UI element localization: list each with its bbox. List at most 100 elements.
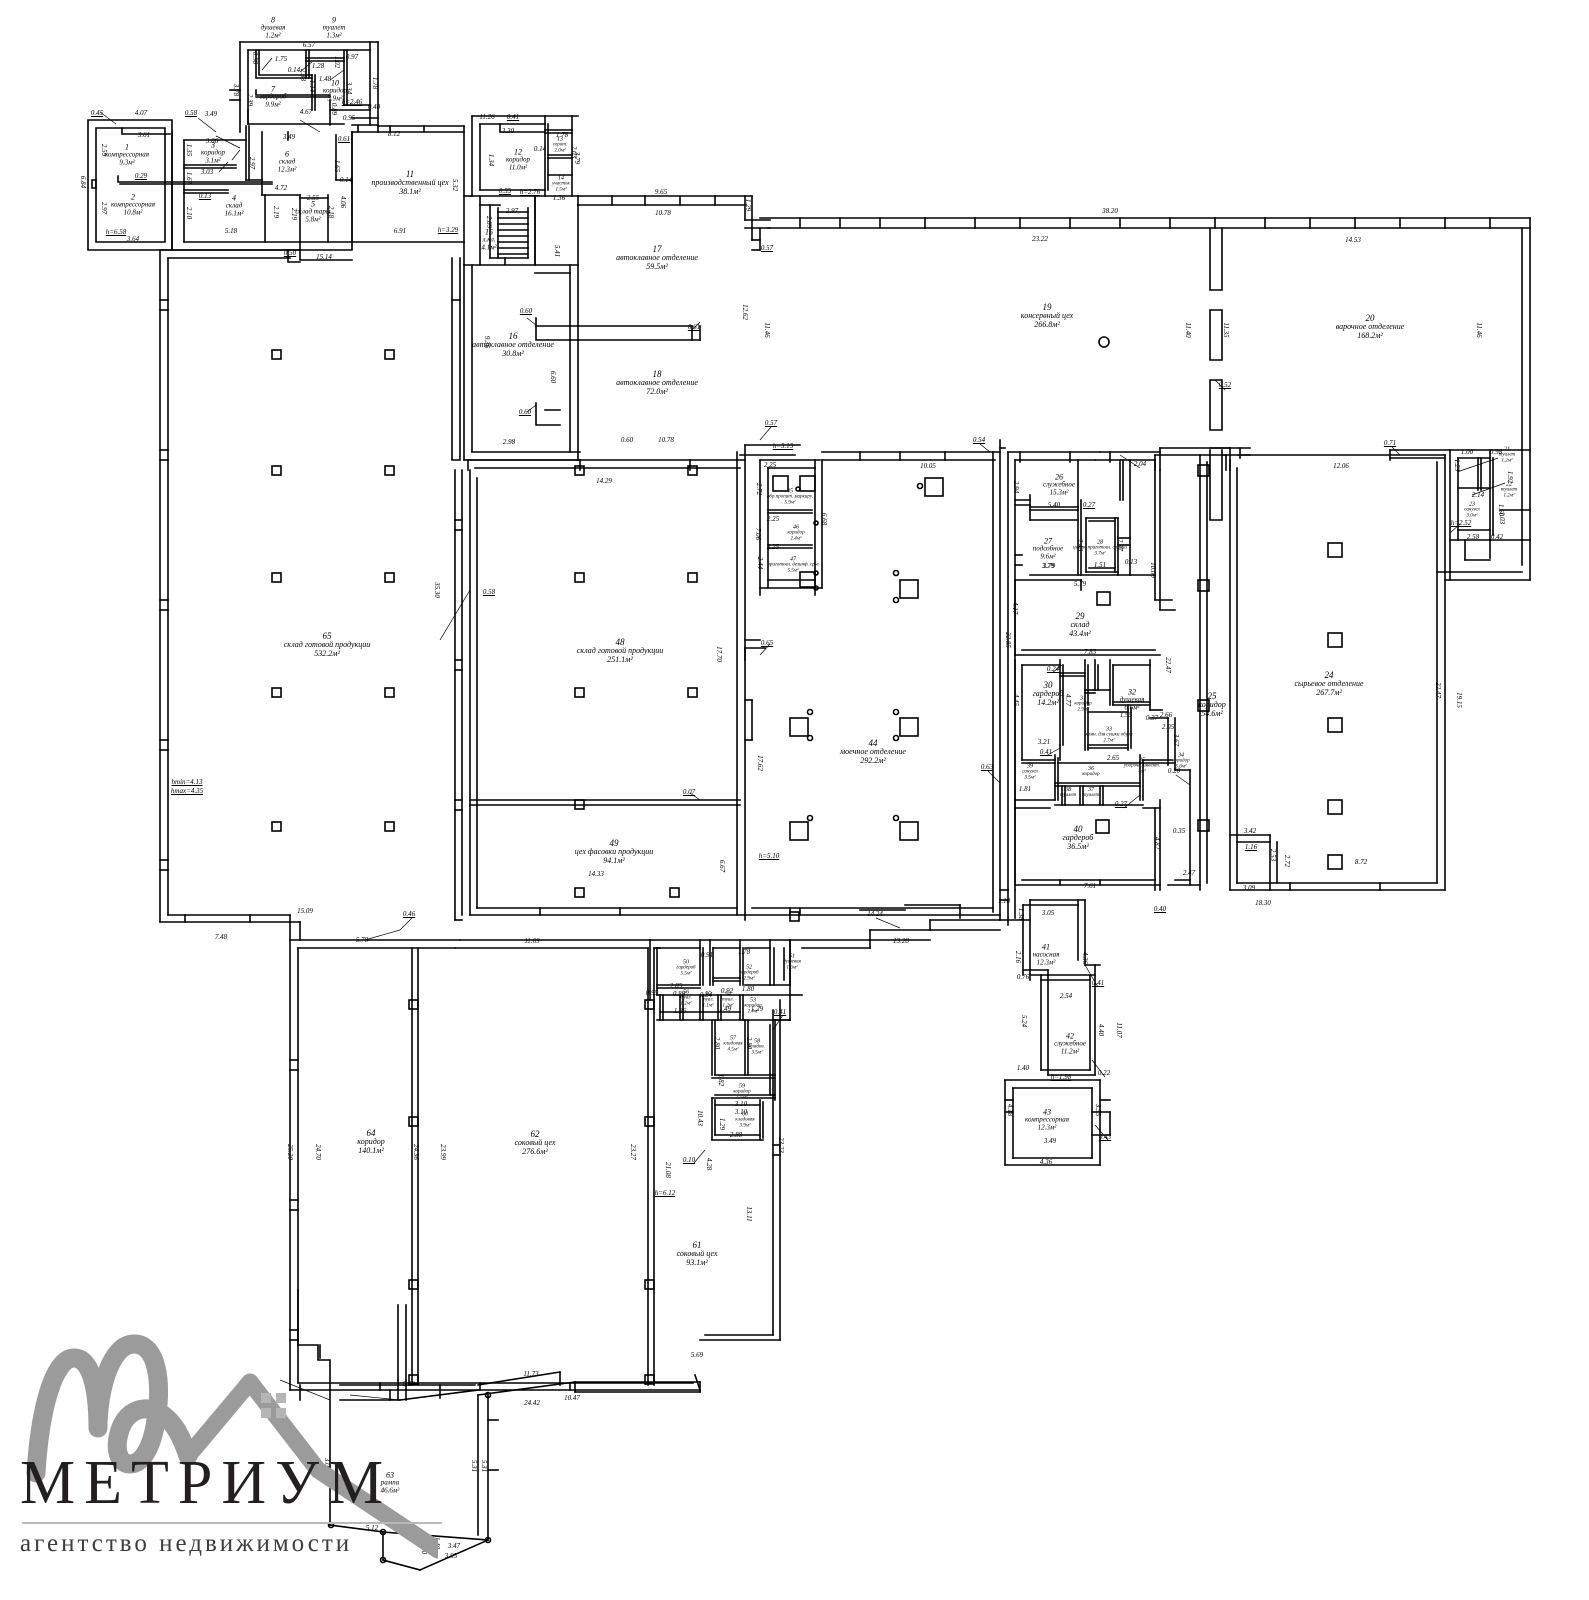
room-number: 42 [1065,1031,1074,1041]
room-name: уборочн. инвент. [1123,763,1161,769]
dimension-text: 0.40 [1153,905,1167,913]
dimension-text: 2.47 [1182,869,1196,877]
room-area: 3.7м² [1094,551,1106,557]
dimension-text: 0.46 [402,910,416,918]
room-area: 1.3м² [326,31,342,40]
dimension-text: 2.80 [745,1036,753,1050]
room-area: 267.7м² [1316,687,1342,697]
dimension-text: 38.20 [1102,207,1118,215]
room-number: 19 [1042,301,1052,312]
room-area: 12.3м² [1036,958,1056,967]
room-number: 37 [1088,787,1094,794]
room-name: коридор [787,530,805,536]
dimension-text: 1.29 [750,1005,764,1013]
dimension-text: 17.70 [715,646,723,662]
dimension-text: 1.14 [308,79,316,93]
room-area: 532.2м² [314,648,340,658]
dimension-text: 1.67 [185,171,193,185]
dimension-text: 0.43 [1098,1133,1112,1141]
dimension-text: 5.69 [690,1351,704,1359]
dimension-text: 0.07 [682,788,696,796]
room-area: 5.5м² [736,1095,748,1101]
dimension-text: 0.29 [134,172,148,180]
room-name: коридор [505,155,531,164]
room-area: 9.3м² [119,158,135,167]
room-name: сырьевое отделение [1294,679,1364,689]
room-area: 140.1м² [358,1145,384,1155]
dimension-text: 2.25 [766,515,780,523]
dimension-text: 2.55 [306,194,320,202]
dimension-text: 3.64 [126,235,140,243]
dimension-text: 4.67 [299,108,313,116]
dimension-text: 3.79 [573,151,581,165]
dimension-text: 1.75 [274,55,288,63]
room-number: 13 [556,136,563,143]
dimension-text: 0.27 [1114,800,1128,808]
dimension-text: 22.85 [1004,632,1012,648]
dimension-text: 14.33 [588,870,604,878]
dimension-text: 1.23 [1453,458,1461,472]
room-name: душевая [1119,695,1145,704]
room-number: 57 [729,1035,736,1042]
room-name: кладовая [723,1041,743,1047]
dimension-text: 0.27 [1082,501,1096,509]
room-name: туалет [1059,793,1077,799]
room-number: 33 [1105,726,1112,733]
room-area: 12.3м² [277,165,297,174]
dimension-text: 0.10 [682,1156,696,1164]
dimension-text: 5.78 [355,936,369,944]
dimension-text: 0.20 [1167,767,1181,775]
room-name: компрессорная [111,200,155,209]
dimension-text: 3.79 [1041,562,1055,570]
dimension-text: 1.60 [1497,503,1505,517]
room-area: 2.7м² [1103,738,1115,744]
room-name: туал. [722,997,734,1003]
dimension-text: 5.41 [553,244,561,258]
dimension-text: 14.29 [596,477,612,485]
room-area: 2.9м² [1077,707,1089,713]
dimension-text: 0.37 [1145,714,1159,722]
dimension-text: 4.82 [1153,836,1161,850]
room-number: 62 [530,1128,540,1139]
room-number: 53 [750,997,756,1004]
dimension-text: 3.42 [1243,827,1257,835]
dimension-text: 3.34 [345,81,353,95]
room-number: 7 [271,84,275,94]
room-area: 292.2м² [860,755,886,765]
dimension-text: 11.35 [1222,322,1230,338]
dimension-text: 3.09 [1242,884,1256,892]
dimension-text: 2.43 [1076,538,1084,552]
room-name: склад тары [295,207,331,216]
ceiling-height-note: h=1.98 [1050,1073,1072,1081]
room-area: 54.6м² [1201,708,1223,718]
dimension-text: 2.80 [713,1036,721,1050]
room-name: гардероб [676,965,696,971]
room-number: 18 [652,368,662,379]
dimension-text: 0.54 [972,436,986,444]
dimension-text: 0.89 [672,990,686,998]
dimension-text: 12.62 [741,304,749,320]
dimension-text: 1.78 [371,76,379,90]
dimension-text: 2.18 [327,205,335,219]
room-number: 43 [1043,1107,1051,1117]
wall-outlines [87,41,1531,1572]
room-number: 16 [508,330,518,341]
dimension-text: 5.31 [480,1459,488,1473]
dimension-text: 3.10 [734,1108,748,1116]
room-number: 9 [331,15,336,25]
dimension-text: 3.30 [501,127,515,135]
dimension-text: 2.59 [100,143,108,157]
room-area: 94.1м² [603,855,625,865]
dimension-text: 0.60 [620,436,634,444]
